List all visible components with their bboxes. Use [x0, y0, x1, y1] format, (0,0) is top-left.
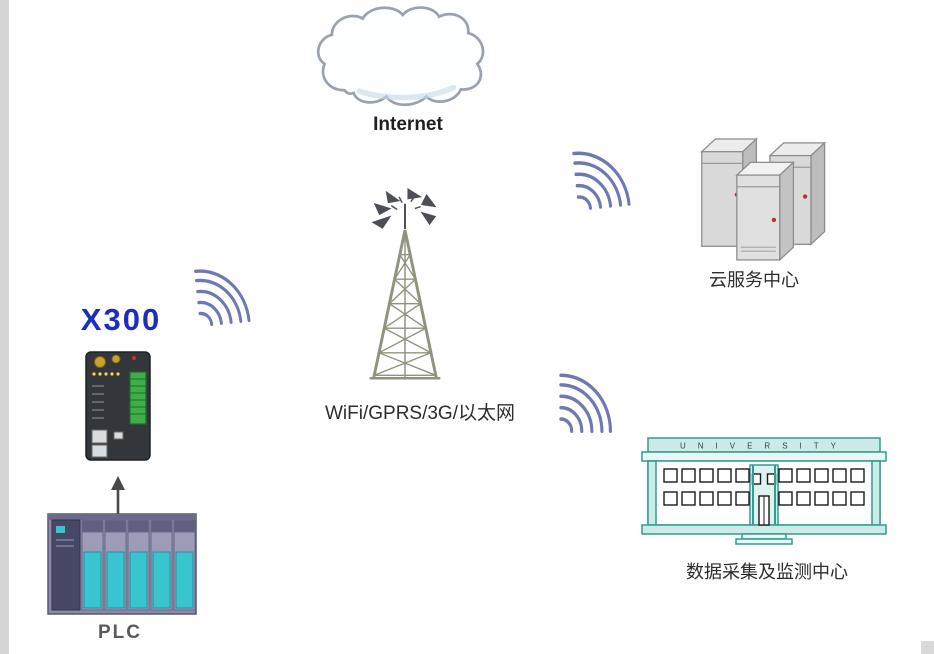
plc-psu-module: [51, 519, 81, 611]
left-edge-strip: [0, 0, 9, 654]
status-leds: [92, 372, 120, 376]
wifi-arcs-top-right-icon: [572, 151, 631, 210]
x300-device-icon: [74, 342, 170, 474]
internet-label: Internet: [373, 114, 443, 135]
building-sign: UNIVERSITY: [680, 442, 848, 451]
ethernet-ports: [91, 429, 124, 458]
building-windows: [663, 468, 865, 506]
wifi-arcs-left-icon: [194, 269, 251, 326]
antenna-connectors: [94, 354, 136, 368]
plc-io-modules: [81, 519, 196, 611]
wifi-arcs-bottom-right-icon: [559, 373, 612, 433]
page-corner: [921, 641, 934, 654]
plc-rack-icon: [47, 513, 197, 615]
server-unit-front: [735, 160, 796, 262]
cell-tower-icon: [369, 188, 441, 380]
label-dashes: [92, 385, 104, 419]
connectivity-label: WiFi/GPRS/3G/以太网: [324, 403, 515, 424]
up-arrow-icon: [111, 476, 125, 518]
internet-cloud-icon: [316, 6, 485, 107]
building-entrance: [752, 465, 776, 526]
x300-title: X300: [80, 302, 162, 337]
server-stack-icon: [700, 137, 827, 262]
building-icon: UNIVERSITY: [641, 437, 887, 545]
cloud-center-label: 云服务中心: [709, 270, 799, 290]
monitor-center-label: 数据采集及监测中心: [686, 562, 848, 582]
plc-label: PLC: [98, 622, 142, 643]
tower-antennas: [371, 188, 437, 230]
tower-lattice: [369, 229, 441, 380]
terminal-block: [129, 371, 147, 425]
